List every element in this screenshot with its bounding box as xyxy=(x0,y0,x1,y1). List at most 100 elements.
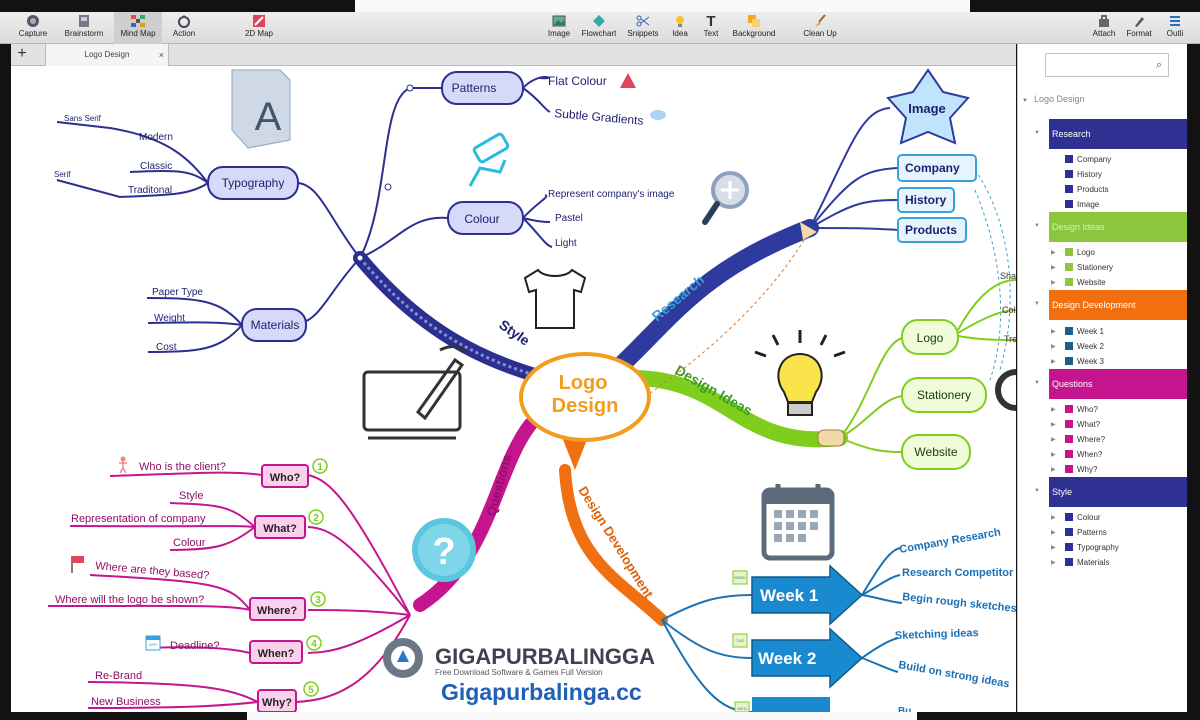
materials-node[interactable]: Materials xyxy=(241,308,307,342)
products-node[interactable]: Products xyxy=(897,217,967,243)
outline-button[interactable]: Outli xyxy=(1160,12,1190,44)
central-node-outline[interactable] xyxy=(519,352,651,442)
collapsed-triangle-icon: ▶ xyxy=(1051,514,1056,521)
image-button[interactable]: Image xyxy=(544,12,574,44)
calendar-grid-icon xyxy=(761,484,835,561)
image-node[interactable]: Image xyxy=(886,68,970,145)
sidebar-band-design-ideas[interactable]: ▼Design Ideas xyxy=(1034,212,1187,242)
map2d-button[interactable]: 2D Map xyxy=(240,12,278,44)
sidebar-item-products[interactable]: Products xyxy=(1065,182,1109,196)
snippets-button[interactable]: Snippets xyxy=(624,12,662,44)
svg-text:Paper Type: Paper Type xyxy=(152,287,203,298)
sidebar-item-when[interactable]: ▶When? xyxy=(1051,449,1103,459)
sidebar-item-week2[interactable]: ▶Week 2 xyxy=(1051,341,1104,351)
capture-button[interactable]: Capture xyxy=(14,12,52,44)
add-tab-button[interactable]: + xyxy=(17,45,27,62)
svg-text:Represent company's image: Represent company's image xyxy=(548,189,675,200)
sidebar-item-history[interactable]: History xyxy=(1065,167,1102,181)
logo-node[interactable]: Logo xyxy=(901,319,959,355)
style-branch xyxy=(353,251,552,385)
when-node[interactable]: When? xyxy=(249,640,303,664)
svg-text:Re-Brand: Re-Brand xyxy=(95,670,142,682)
why-node[interactable]: Why? xyxy=(257,689,297,712)
brainstorm-button[interactable]: Brainstorm xyxy=(60,12,108,44)
sidebar-band-research[interactable]: ▼Research xyxy=(1034,119,1187,149)
tab-logo-design[interactable]: Logo Design× xyxy=(45,44,169,66)
sidebar-item-who[interactable]: ▶Who? xyxy=(1051,404,1098,414)
brush-tip-icon xyxy=(817,429,845,447)
mindmap-button[interactable]: Mind Map xyxy=(114,12,162,44)
colour-node[interactable]: Colour xyxy=(447,201,524,235)
svg-text:Light: Light xyxy=(555,238,577,249)
sidebar-item-colour[interactable]: ▶Colour xyxy=(1051,512,1101,522)
expand-triangle-icon: ▼ xyxy=(1034,380,1040,386)
gear-icon-clipped xyxy=(995,369,1016,411)
watermark-overlay: GIGAPURBALINGGA Free Download Software &… xyxy=(377,634,657,714)
flowchart-button[interactable]: Flowchart xyxy=(578,12,620,44)
attach-button[interactable]: Attach xyxy=(1090,12,1118,44)
week3-node-clipped[interactable] xyxy=(752,697,830,712)
sidebar-item-stationery[interactable]: ▶Stationery xyxy=(1051,262,1114,272)
collapsed-triangle-icon: ▶ xyxy=(1051,343,1056,350)
outline-icon xyxy=(1167,13,1183,29)
action-button[interactable]: Action xyxy=(166,12,202,44)
sidebar-item-image[interactable]: Image xyxy=(1065,197,1099,211)
svg-text:Typography: Typography xyxy=(222,176,285,190)
questions-connectors xyxy=(47,471,411,709)
mindmap-svg: Logo Design Style Research Design Ideas … xyxy=(47,68,1016,712)
stationery-node[interactable]: Stationery xyxy=(901,377,987,413)
svg-text:Classic: Classic xyxy=(140,161,172,172)
cleanup-button[interactable]: Clean Up xyxy=(800,12,840,44)
expand-triangle-icon: ▼ xyxy=(1034,130,1040,136)
company-node[interactable]: Company xyxy=(897,154,977,182)
svg-text:Sha: Sha xyxy=(1000,271,1016,281)
sidebar-item-week3[interactable]: ▶Week 3 xyxy=(1051,356,1104,366)
sidebar-item-typography[interactable]: ▶Typography xyxy=(1051,542,1119,552)
color-square-icon xyxy=(1065,342,1073,350)
who-node[interactable]: Who? xyxy=(261,464,309,488)
sidebar-band-design-development[interactable]: ▼Design Development xyxy=(1034,290,1187,320)
format-button[interactable]: Format xyxy=(1124,12,1154,44)
history-node[interactable]: History xyxy=(897,187,955,213)
svg-text:New Business: New Business xyxy=(91,696,161,708)
color-square-icon xyxy=(1065,327,1073,335)
color-square-icon xyxy=(1065,513,1073,521)
sidebar-item-where[interactable]: ▶Where? xyxy=(1051,434,1106,444)
typography-node[interactable]: Typography xyxy=(207,166,299,200)
what-node[interactable]: What? xyxy=(254,515,306,539)
collapsed-triangle-icon: ▶ xyxy=(1051,559,1056,566)
mindmap-canvas[interactable]: Logo Design Style Research Design Ideas … xyxy=(11,66,1016,712)
search-input[interactable]: ⌕ xyxy=(1045,53,1169,77)
window-bottom-strip xyxy=(247,712,917,720)
sidebar-item-patterns[interactable]: ▶Patterns xyxy=(1051,527,1107,537)
where-node[interactable]: Where? xyxy=(249,597,306,621)
sidebar-item-what[interactable]: ▶What? xyxy=(1051,419,1101,429)
sidebar-item-why[interactable]: ▶Why? xyxy=(1051,464,1098,474)
sidebar-item-materials[interactable]: ▶Materials xyxy=(1051,557,1110,567)
sidebar-item-company[interactable]: Company xyxy=(1065,152,1111,166)
svg-text:Colour: Colour xyxy=(173,537,206,549)
sidebar-band-questions[interactable]: ▼Questions xyxy=(1034,369,1187,399)
svg-text:Subtle Gradients: Subtle Gradients xyxy=(554,106,644,128)
collapsed-triangle-icon: ▶ xyxy=(1051,249,1056,256)
svg-text:Research Competitor: Research Competitor xyxy=(902,567,1014,579)
sidebar-item-website[interactable]: ▶Website xyxy=(1051,277,1106,287)
ideas-connectors xyxy=(839,279,1016,453)
watermark-svg: GIGAPURBALINGGA Free Download Software &… xyxy=(383,638,655,705)
tshirt-icon xyxy=(523,268,587,329)
website-node[interactable]: Website xyxy=(901,434,971,470)
svg-text:Week 2: Week 2 xyxy=(758,649,816,668)
flag-icon xyxy=(71,556,84,573)
week2-node[interactable]: Week 2 xyxy=(751,627,864,689)
week1-node[interactable]: Week 1 xyxy=(751,564,864,626)
close-tab-icon[interactable]: × xyxy=(158,50,164,60)
sidebar-item-logo[interactable]: ▶Logo xyxy=(1051,247,1095,257)
collapsed-triangle-icon: ▶ xyxy=(1051,264,1056,271)
sidebar-band-style[interactable]: ▼Style xyxy=(1034,477,1187,507)
outline-root[interactable]: ▼Logo Design xyxy=(1022,94,1085,104)
sidebar-item-week1[interactable]: ▶Week 1 xyxy=(1051,326,1104,336)
idea-button[interactable]: Idea xyxy=(668,12,692,44)
background-button[interactable]: Background xyxy=(730,12,778,44)
patterns-node[interactable]: Patterns xyxy=(441,71,524,105)
